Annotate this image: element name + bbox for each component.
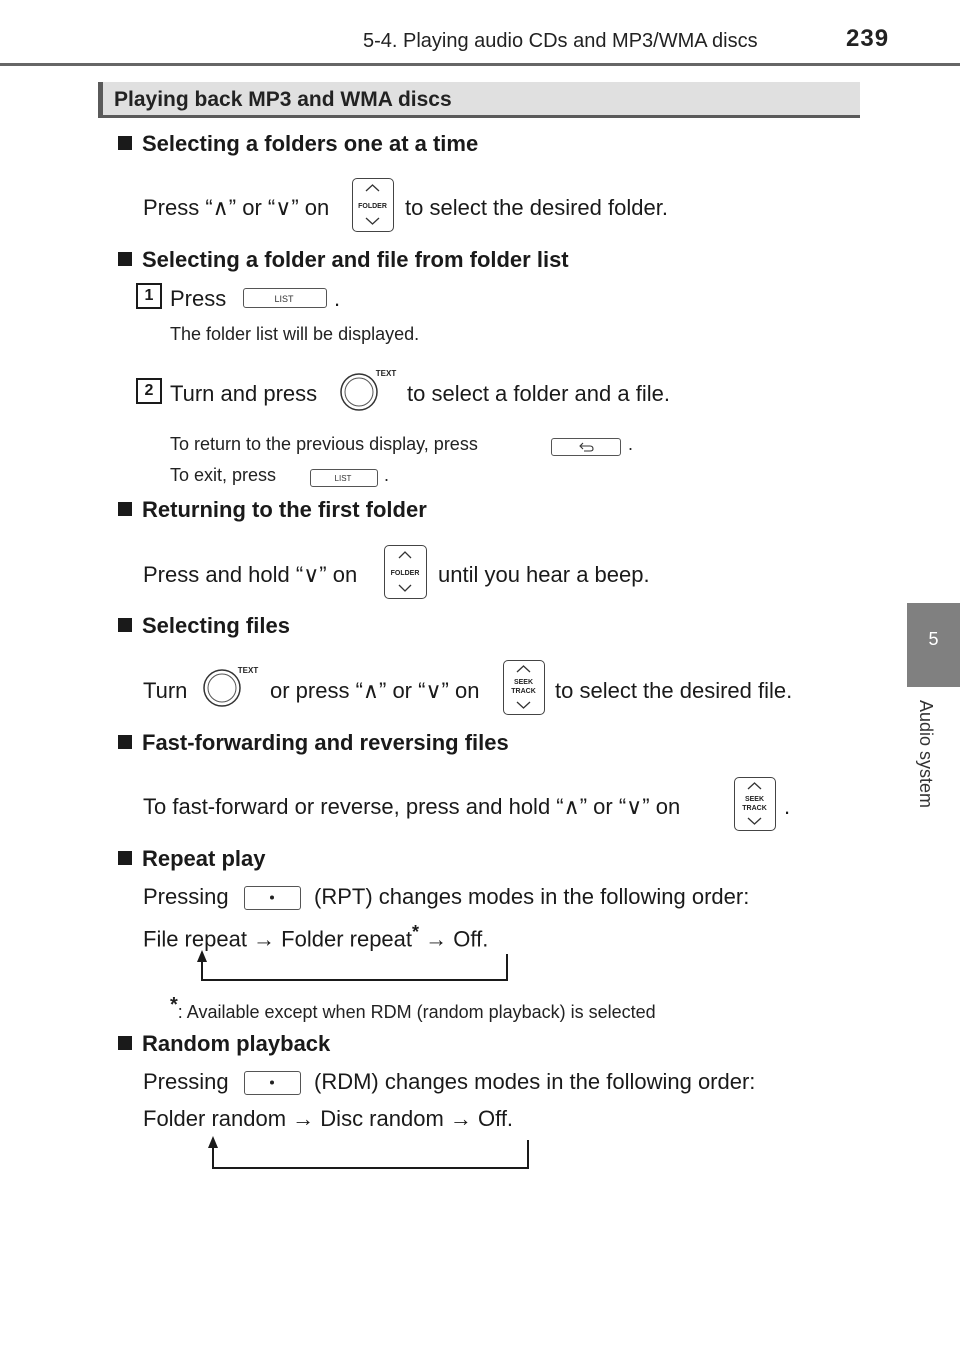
- list-button-small: LIST: [310, 469, 378, 487]
- folder-rocker-button-2: FOLDER: [384, 545, 427, 599]
- bullet-square-icon: [118, 502, 132, 516]
- folder-button-label-2: FOLDER: [391, 570, 420, 577]
- first-folder-text-a: Press and hold “∨” on: [143, 562, 358, 587]
- heading-repeat: Repeat play: [118, 846, 266, 872]
- folder-one-text-b: to select the desired folder.: [405, 195, 668, 220]
- step-2-badge: 2: [136, 378, 162, 404]
- bullet-square-icon: [118, 851, 132, 865]
- bullet-square-icon: [118, 136, 132, 150]
- random-text-b: (RDM) changes modes in the following ord…: [314, 1069, 756, 1094]
- list-button-label: LIST: [274, 294, 294, 304]
- dot-icon: [270, 1080, 274, 1085]
- repeat-text-a: Pressing: [143, 884, 229, 909]
- repeat-cycle-arrow: [197, 950, 508, 981]
- text-knob-label-2: TEXT: [238, 666, 259, 675]
- first-folder-text-b: until you hear a beep.: [438, 562, 650, 587]
- bullet-square-icon: [118, 1036, 132, 1050]
- heading-selecting-files: Selecting files: [118, 613, 290, 639]
- track-label-2: TRACK: [742, 805, 767, 812]
- fast-forward-text-b: .: [784, 794, 791, 819]
- selecting-files-text-b: or press “∧” or “∨” on: [270, 678, 480, 703]
- step-1-note: The folder list will be displayed.: [170, 324, 420, 344]
- back-button: [551, 438, 621, 456]
- list-button-small-graphic: LIST: [335, 474, 352, 483]
- seek-track-graphic: SEEK TRACK: [511, 665, 536, 709]
- repeat-footnote: *: Available except when RDM (random pla…: [170, 994, 656, 1022]
- folder-rocker-graphic: FOLDER: [358, 184, 387, 225]
- step-2-text-a: Turn and press: [170, 381, 318, 406]
- random-cycle-arrow: [208, 1136, 529, 1169]
- list-button: LIST: [243, 288, 327, 308]
- step-1-text-a: Press: [170, 286, 227, 311]
- header-rule: [0, 63, 960, 66]
- track-label: TRACK: [511, 688, 536, 695]
- seek-track-rocker: SEEK TRACK: [503, 660, 545, 715]
- knob-icon: TEXT: [340, 369, 397, 411]
- seek-label: SEEK: [514, 679, 533, 686]
- bullet-square-icon: [118, 252, 132, 266]
- repeat-text-b: (RPT) changes modes in the following ord…: [314, 884, 750, 909]
- text-knob-label: TEXT: [376, 369, 397, 378]
- folder-rocker-graphic-2: FOLDER: [391, 551, 420, 592]
- chapter-tab: [907, 603, 960, 687]
- heading-folder-list: Selecting a folder and file from folder …: [118, 247, 569, 273]
- heading-folder-one: Selecting a folders one at a time: [118, 131, 478, 157]
- step-1-text-b: .: [334, 286, 341, 311]
- text-knob: TEXT: [338, 366, 398, 414]
- chapter-number: 5: [928, 629, 939, 649]
- random-text-a: Pressing: [143, 1069, 229, 1094]
- note-exit-b: .: [384, 465, 390, 485]
- bullet-square-icon: [118, 735, 132, 749]
- heading-fast-forward: Fast-forwarding and reversing files: [118, 730, 509, 756]
- chapter-label: Audio system: [916, 700, 936, 809]
- section-title: Playing back MP3 and WMA discs: [114, 88, 452, 111]
- folder-one-text-a: Press “∧” or “∨” on: [143, 195, 330, 220]
- rpt-button: [244, 886, 301, 910]
- folder-button-label: FOLDER: [358, 203, 387, 210]
- section-bar: [98, 82, 860, 118]
- note-exit-a: To exit, press: [170, 465, 277, 485]
- selecting-files-text-a: Turn: [143, 678, 188, 703]
- fast-forward-text-a: To fast-forward or reverse, press and ho…: [143, 794, 681, 819]
- back-arrow-icon: [579, 442, 594, 452]
- note-return-a: To return to the previous display, press: [170, 434, 478, 454]
- selecting-files-text-c: to select the desired file.: [555, 678, 793, 703]
- step-2-text-b: to select a folder and a file.: [407, 381, 670, 406]
- step-1-badge: 1: [136, 283, 162, 309]
- seek-track-rocker-2: SEEK TRACK: [734, 777, 776, 831]
- repeat-order: File repeat → Folder repeat* → Off.: [143, 922, 489, 952]
- seek-track-graphic-2: SEEK TRACK: [742, 782, 767, 825]
- list-button-small-label: LIST: [335, 474, 352, 483]
- random-order: Folder random → Disc random → Off.: [143, 1106, 514, 1131]
- page-header-title: 5-4. Playing audio CDs and MP3/WMA discs: [363, 30, 758, 52]
- note-return-b: .: [628, 434, 634, 454]
- bullet-square-icon: [118, 618, 132, 632]
- heading-random: Random playback: [118, 1031, 330, 1057]
- seek-label-2: SEEK: [745, 796, 764, 803]
- knob-icon: TEXT: [203, 666, 259, 707]
- text-knob-2: TEXT: [200, 662, 262, 710]
- page-number: 239: [846, 25, 890, 52]
- dot-icon: [270, 895, 274, 900]
- folder-rocker-button: FOLDER: [352, 178, 394, 232]
- rdm-button: [244, 1071, 301, 1095]
- heading-first-folder: Returning to the first folder: [118, 497, 427, 523]
- list-button-graphic: LIST: [274, 294, 294, 304]
